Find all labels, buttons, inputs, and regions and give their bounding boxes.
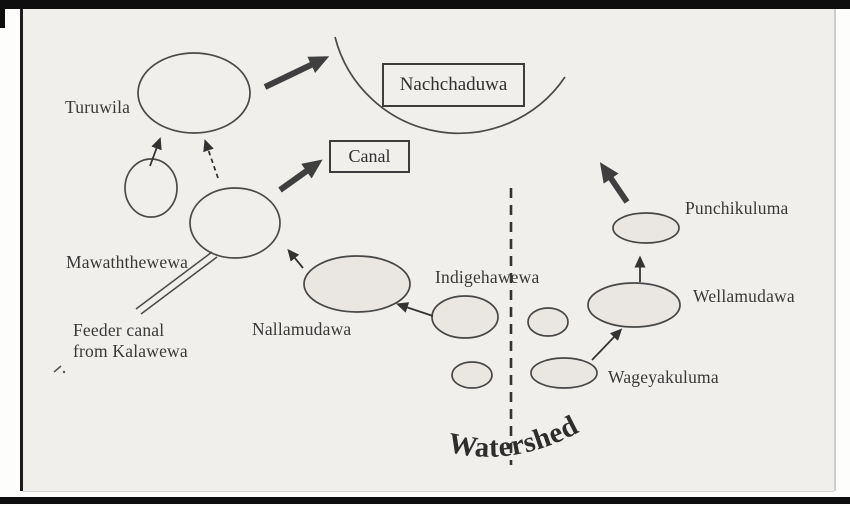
arrow-indigehawewa-to-nallamudawa [396,302,434,317]
canal-box: Canal [329,140,410,173]
frame-bottom-bar [0,497,850,504]
mawaththewewa-label: Mawaththewewa [66,252,189,272]
dashed-arrow-mawaththewewa-to-turuwila [203,139,219,179]
nachchaduwa-box-label: Nachchaduwa [399,74,508,95]
unnamed-small-tank-ellipse-2 [451,361,493,389]
nachchaduwa-box: Nachchaduwa [382,63,525,107]
arrow-turuwila-to-nachchaduwa [263,56,330,90]
unnamed-small-tank-ellipse [124,158,178,218]
pen-mark-artifact [53,365,62,373]
scanned-page-background [23,9,834,491]
nallamudawa-tank-ellipse [303,255,411,313]
punchikuluma-tank-ellipse [612,212,680,244]
feeder-canal-label-line2: from Kalawewa [73,341,188,361]
turuwila-label: Turuwila [65,97,131,117]
nallamudawa-label: Nallamudawa [252,319,352,339]
frame-top-bar [0,0,850,9]
feeder-canal-label: Feeder canal from Kalawewa [73,320,188,362]
indigehawewa-tank-ellipse [431,295,499,339]
wageyakuluma-label: Wageyakuluma [608,367,719,387]
wellamudawa-label: Wellamudawa [693,286,795,306]
punchikuluma-label: Punchikuluma [685,198,789,218]
scan-corner-artifact [0,0,5,28]
watershed-label: Watershed [446,409,584,464]
frame-left-line [20,9,23,491]
feeder-canal-line-lower [140,256,218,315]
canal-box-label: Canal [348,146,391,166]
feeder-canal-label-line1: Feeder canal [73,320,165,340]
frame-inner-bottom-line [23,491,834,492]
arrow-mawaththewewa-to-canal [278,159,323,193]
arrow-small-tank-to-turuwila [149,137,162,167]
arrow-nallamudawa-to-mawaththewewa [287,248,304,269]
arrow-punchikuluma-upstream [599,162,630,204]
turuwila-tank-ellipse [137,52,251,134]
wageyakuluma-tank-ellipse [530,357,598,389]
wellamudawa-tank-ellipse [587,282,681,328]
indigehawewa-label: Indigehawewa [435,267,540,287]
unnamed-small-tank-ellipse-3 [527,307,569,337]
mawaththewewa-tank-ellipse [189,187,281,259]
nachchaduwa-reservoir-arc [334,36,566,135]
arrow-wageyakuluma-to-wellamudawa [591,328,623,361]
pen-mark-dot-artifact [62,370,66,374]
feeder-canal-line-upper [135,251,213,310]
frame-right-line [834,9,836,491]
